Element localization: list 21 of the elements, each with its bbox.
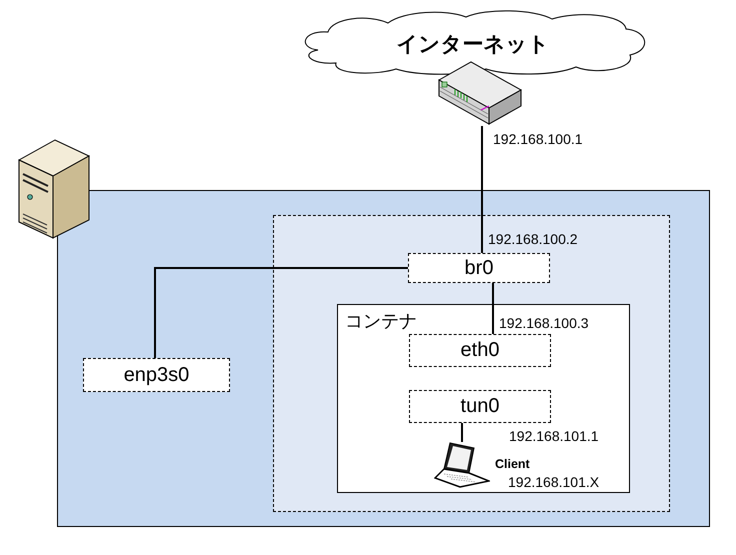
- interface-box: tun0: [409, 390, 551, 423]
- laptop-icon: [434, 442, 490, 488]
- ip-address: 192.168.100.2: [488, 231, 578, 247]
- ip-address: 192.168.100.3: [499, 315, 589, 331]
- container-box: [337, 304, 630, 493]
- ip-address: 192.168.101.1: [509, 428, 599, 444]
- interface-box: br0: [408, 253, 550, 283]
- connector-line: [492, 283, 494, 334]
- dashed-area: [273, 215, 670, 512]
- connector-line: [481, 126, 483, 253]
- client-label: Client: [495, 456, 530, 472]
- router-icon: [437, 60, 523, 126]
- ip-address: 192.168.100.1: [493, 131, 583, 147]
- container-heading: コンテナ: [345, 310, 417, 332]
- connector-line: [461, 423, 463, 442]
- cloud-label: インターネット: [396, 33, 550, 57]
- interface-box: eth0: [409, 334, 551, 367]
- interface-box: enp3s0: [83, 358, 230, 392]
- server-area: [57, 190, 710, 527]
- ip-address: 192.168.101.X: [508, 474, 600, 490]
- connector-line: [154, 267, 408, 358]
